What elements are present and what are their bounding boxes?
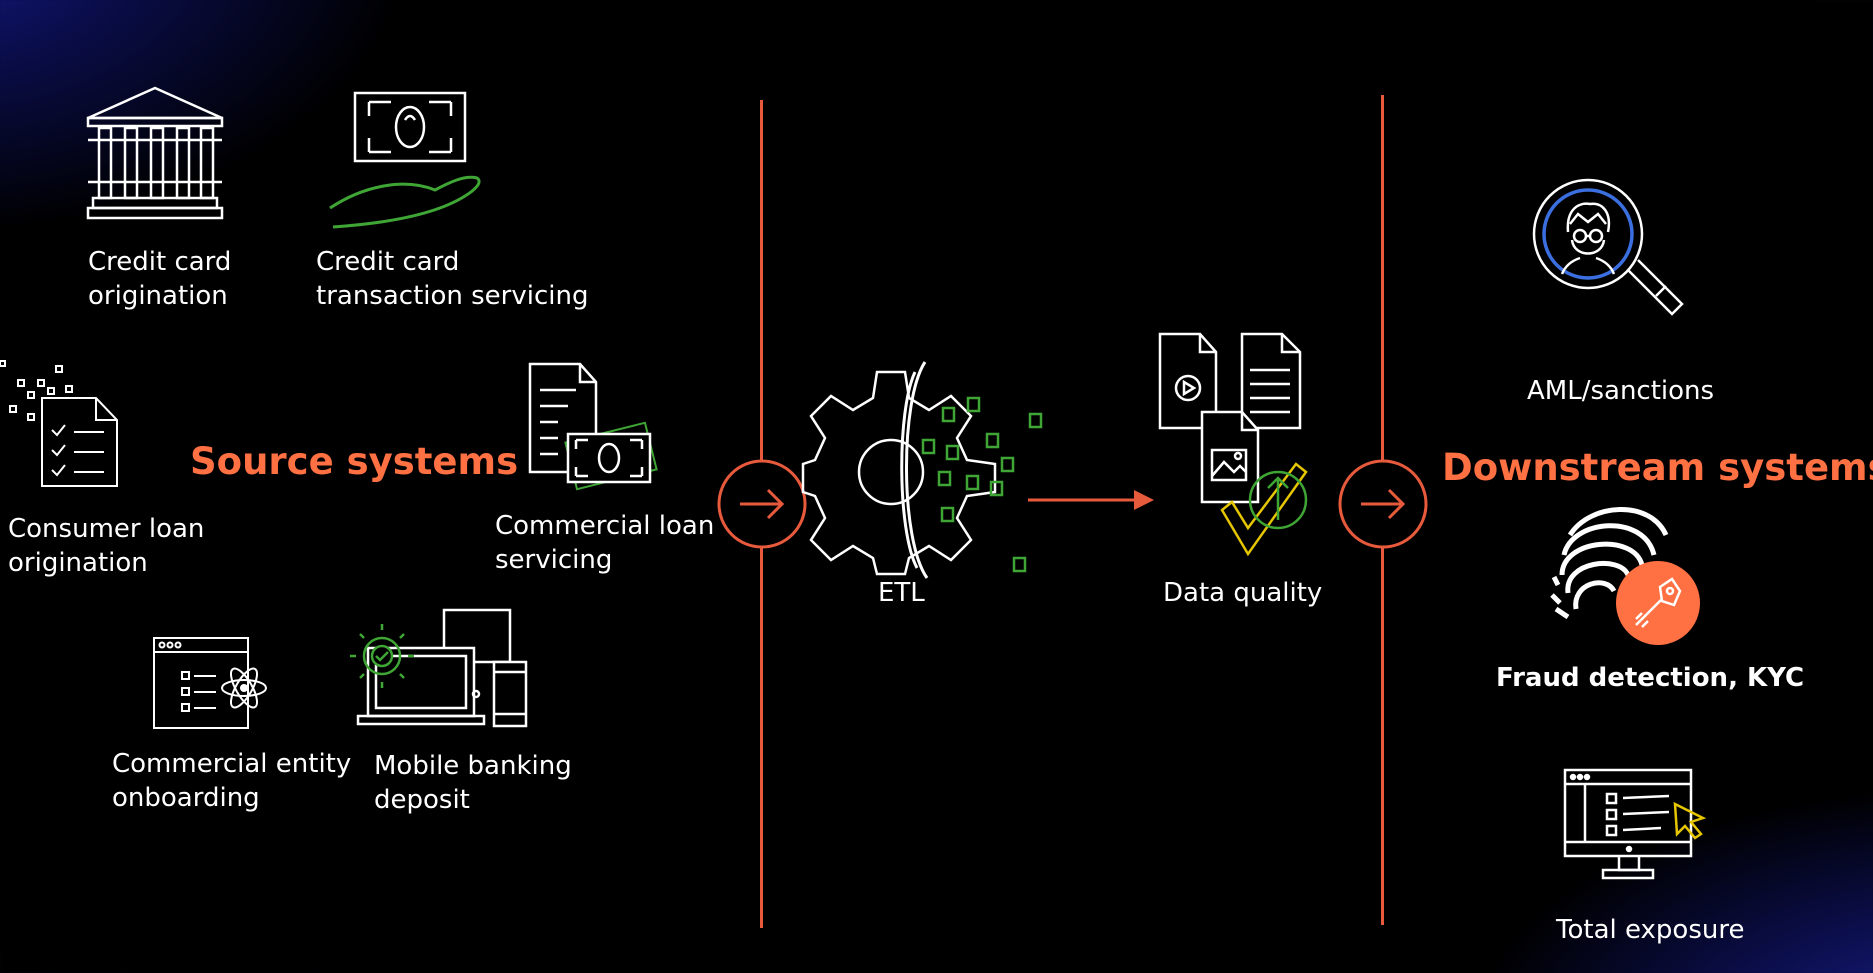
data-quality-icon — [1158, 332, 1308, 557]
arrow-right-icon — [717, 459, 807, 549]
monitor-checklist-icon — [1563, 768, 1707, 880]
cash-in-hand-icon — [329, 91, 481, 229]
data-quality-label: Data quality — [1163, 578, 1323, 608]
downstream-item-total-exposure: Total exposure — [1556, 915, 1745, 945]
source-item-mobile-banking-deposit: Mobile banking deposit — [374, 751, 572, 815]
checklist-document-icon — [0, 360, 118, 487]
source-systems-heading: Source systems — [190, 440, 519, 483]
bank-icon — [86, 86, 224, 220]
arrow-etl-to-dq-icon — [1028, 490, 1154, 510]
downstream-systems-heading: Downstream systems — [1442, 446, 1873, 489]
magnifier-person-icon — [1532, 178, 1684, 316]
downstream-item-aml-sanctions: AML/sanctions — [1527, 376, 1715, 406]
fingerprint-key-icon — [1550, 507, 1700, 645]
etl-gear-icon — [801, 361, 1043, 579]
source-item-credit-card-origination: Credit card origination — [88, 247, 232, 311]
entity-window-icon — [153, 637, 267, 729]
downstream-item-fraud-detection-kyc: Fraud detection, KYC — [1496, 663, 1805, 693]
etl-label: ETL — [878, 578, 925, 608]
document-money-icon — [528, 362, 658, 491]
source-item-commercial-entity-onboarding: Commercial entity onboarding — [112, 749, 352, 813]
arrow-right-icon — [1338, 459, 1428, 549]
source-item-commercial-loan-servicing: Commercial loan servicing — [495, 511, 715, 575]
devices-icon — [350, 608, 528, 728]
source-item-consumer-loan-origination: Consumer loan origination — [8, 514, 205, 578]
source-item-credit-card-transaction-servicing: Credit card transaction servicing — [316, 247, 589, 311]
